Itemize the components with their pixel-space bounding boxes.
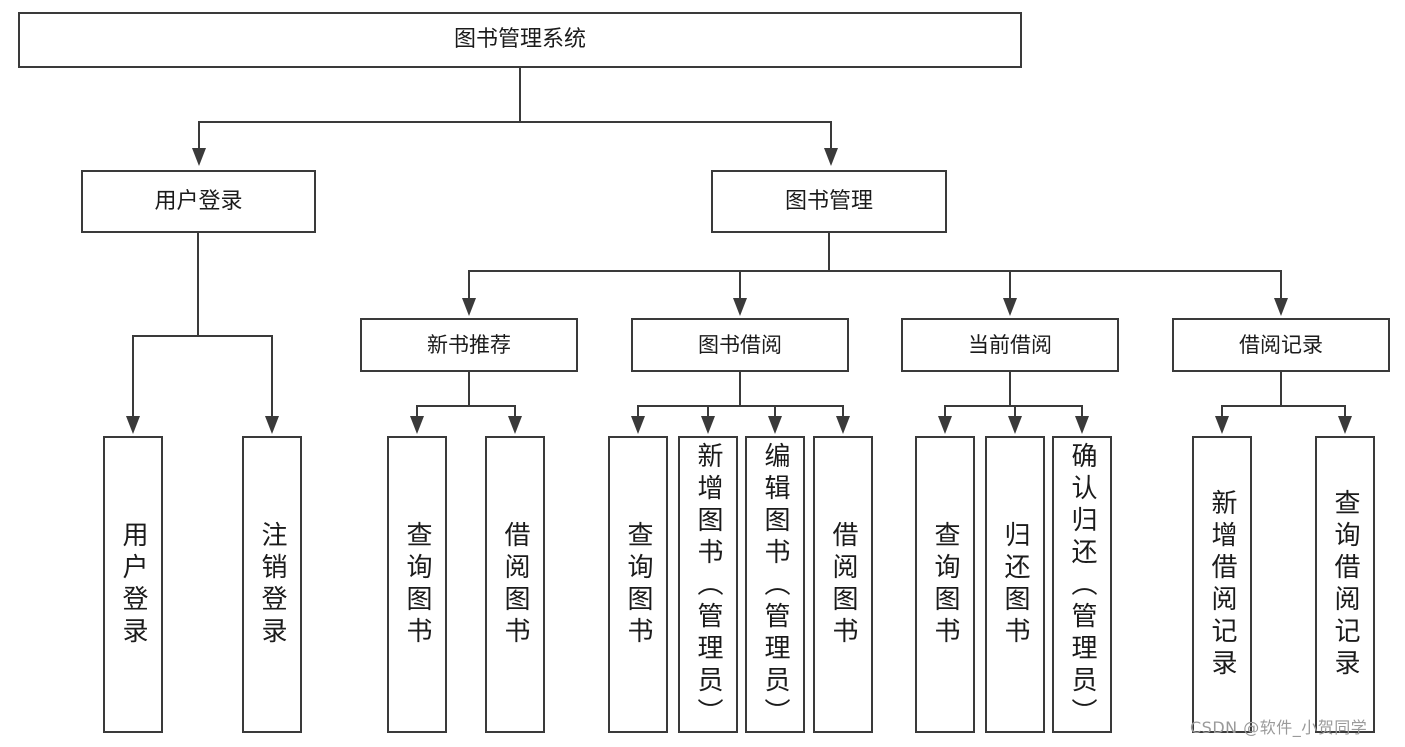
connector-borrow-stem bbox=[739, 372, 741, 405]
connector-user-login-drop-1 bbox=[132, 335, 134, 418]
connector-borrow-drop-1 bbox=[637, 405, 639, 418]
arrowhead-icon bbox=[410, 416, 424, 434]
connector-record-drop-1 bbox=[1221, 405, 1223, 418]
leaf-label: 新增借阅记录 bbox=[1207, 488, 1237, 681]
connector-book-mgmt-drop-1 bbox=[468, 270, 470, 300]
connector-root-bus bbox=[198, 121, 832, 123]
arrowhead-icon bbox=[192, 148, 206, 166]
arrowhead-icon bbox=[701, 416, 715, 434]
leaf-label: 确认归还（管理员） bbox=[1067, 442, 1097, 730]
arrowhead-icon bbox=[265, 416, 279, 434]
connector-root-drop-1 bbox=[198, 121, 200, 150]
arrowhead-icon bbox=[836, 416, 850, 434]
connector-borrow-drop-2 bbox=[707, 405, 709, 418]
connector-recommend-drop-1 bbox=[416, 405, 418, 418]
node-label: 借阅记录 bbox=[1239, 332, 1323, 357]
node-current-borrow[interactable]: 当前借阅 bbox=[901, 318, 1119, 372]
node-label: 图书管理系统 bbox=[453, 27, 586, 53]
leaf-record-query-record[interactable]: 查询借阅记录 bbox=[1315, 436, 1375, 733]
arrowhead-icon bbox=[768, 416, 782, 434]
node-new-book-recommend[interactable]: 新书推荐 bbox=[360, 318, 578, 372]
node-label: 新书推荐 bbox=[427, 332, 511, 357]
connector-borrow-drop-3 bbox=[774, 405, 776, 418]
arrowhead-icon bbox=[1003, 298, 1017, 316]
connector-root-drop-2 bbox=[830, 121, 832, 150]
connector-user-login-bus bbox=[132, 335, 272, 337]
watermark: CSDN @软件_小贺同学 bbox=[1190, 718, 1368, 737]
connector-current-drop-1 bbox=[944, 405, 946, 418]
connector-user-login-stem bbox=[197, 233, 199, 335]
leaf-user-login[interactable]: 用户登录 bbox=[103, 436, 163, 733]
connector-book-mgmt-drop-3 bbox=[1009, 270, 1011, 300]
leaf-borrow-borrow-book[interactable]: 借阅图书 bbox=[813, 436, 873, 733]
arrowhead-icon bbox=[733, 298, 747, 316]
node-book-management[interactable]: 图书管理 bbox=[711, 170, 947, 233]
leaf-label: 归还图书 bbox=[1000, 520, 1030, 649]
leaf-label: 借阅图书 bbox=[500, 520, 530, 649]
connector-current-bus bbox=[944, 405, 1082, 407]
connector-book-mgmt-bus bbox=[468, 270, 1282, 272]
arrowhead-icon bbox=[824, 148, 838, 166]
arrowhead-icon bbox=[1338, 416, 1352, 434]
leaf-recommend-borrow-book[interactable]: 借阅图书 bbox=[485, 436, 545, 733]
node-root-system[interactable]: 图书管理系统 bbox=[18, 12, 1022, 68]
node-borrow-record[interactable]: 借阅记录 bbox=[1172, 318, 1390, 372]
node-book-borrow[interactable]: 图书借阅 bbox=[631, 318, 849, 372]
connector-recommend-stem bbox=[468, 372, 470, 405]
arrowhead-icon bbox=[1274, 298, 1288, 316]
leaf-current-confirm-return-admin[interactable]: 确认归还（管理员） bbox=[1052, 436, 1112, 733]
node-label: 图书借阅 bbox=[698, 332, 782, 357]
connector-recommend-drop-2 bbox=[514, 405, 516, 418]
leaf-recommend-query-book[interactable]: 查询图书 bbox=[387, 436, 447, 733]
leaf-label: 查询图书 bbox=[623, 520, 653, 649]
leaf-label: 查询图书 bbox=[930, 520, 960, 649]
leaf-label: 借阅图书 bbox=[828, 520, 858, 649]
leaf-label: 新增图书（管理员） bbox=[693, 442, 723, 730]
connector-current-drop-2 bbox=[1014, 405, 1016, 418]
node-label: 用户登录 bbox=[154, 188, 243, 214]
connector-borrow-drop-4 bbox=[842, 405, 844, 418]
node-user-login[interactable]: 用户登录 bbox=[81, 170, 316, 233]
arrowhead-icon bbox=[631, 416, 645, 434]
leaf-current-query-book[interactable]: 查询图书 bbox=[915, 436, 975, 733]
leaf-record-add-record[interactable]: 新增借阅记录 bbox=[1192, 436, 1252, 733]
leaf-borrow-add-book-admin[interactable]: 新增图书（管理员） bbox=[678, 436, 738, 733]
leaf-label: 用户登录 bbox=[118, 520, 148, 649]
arrowhead-icon bbox=[1215, 416, 1229, 434]
connector-book-mgmt-drop-4 bbox=[1280, 270, 1282, 300]
arrowhead-icon bbox=[1075, 416, 1089, 434]
connector-borrow-bus bbox=[637, 405, 843, 407]
node-label: 图书管理 bbox=[784, 188, 873, 214]
arrowhead-icon bbox=[462, 298, 476, 316]
arrowhead-icon bbox=[126, 416, 140, 434]
leaf-logout[interactable]: 注销登录 bbox=[242, 436, 302, 733]
connector-record-drop-2 bbox=[1344, 405, 1346, 418]
connector-record-stem bbox=[1280, 372, 1282, 405]
leaf-label: 编辑图书（管理员） bbox=[760, 442, 790, 730]
connector-book-mgmt-drop-2 bbox=[739, 270, 741, 300]
connector-root-stem bbox=[519, 68, 521, 121]
connector-record-bus bbox=[1221, 405, 1345, 407]
arrowhead-icon bbox=[508, 416, 522, 434]
leaf-borrow-query-book[interactable]: 查询图书 bbox=[608, 436, 668, 733]
connector-current-drop-3 bbox=[1081, 405, 1083, 418]
leaf-label: 查询图书 bbox=[402, 520, 432, 649]
arrowhead-icon bbox=[1008, 416, 1022, 434]
node-label: 当前借阅 bbox=[968, 332, 1052, 357]
arrowhead-icon bbox=[938, 416, 952, 434]
leaf-label: 查询借阅记录 bbox=[1330, 488, 1360, 681]
leaf-label: 注销登录 bbox=[257, 520, 287, 649]
leaf-current-return-book[interactable]: 归还图书 bbox=[985, 436, 1045, 733]
connector-current-stem bbox=[1009, 372, 1011, 405]
leaf-borrow-edit-book-admin[interactable]: 编辑图书（管理员） bbox=[745, 436, 805, 733]
connector-user-login-drop-2 bbox=[271, 335, 273, 418]
connector-recommend-bus bbox=[416, 405, 515, 407]
connector-book-mgmt-stem bbox=[828, 233, 830, 270]
